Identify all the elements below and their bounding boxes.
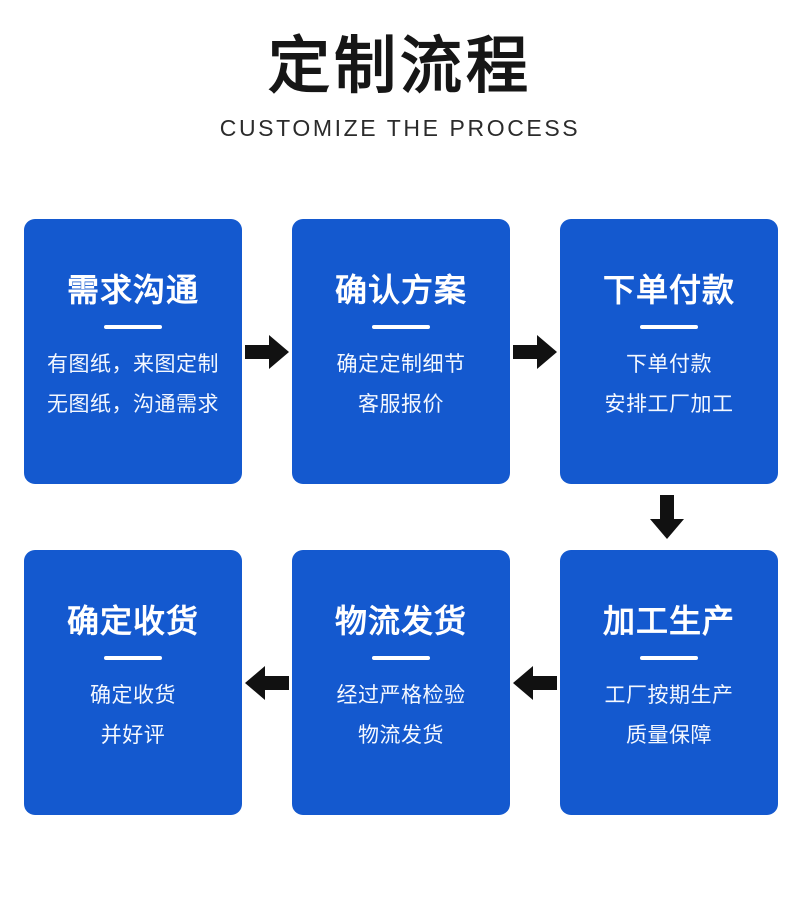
step-line: 有图纸，来图定制 bbox=[47, 351, 219, 376]
title-divider bbox=[640, 655, 698, 660]
step-description: 确定收货 并好评 bbox=[90, 676, 176, 756]
step-line: 物流发货 bbox=[358, 722, 444, 747]
process-step-3[interactable]: 下单付款 下单付款 安排工厂加工 bbox=[560, 219, 778, 484]
step-title: 加工生产 bbox=[602, 601, 735, 640]
process-row-bottom: 确定收货 确定收货 并好评 物流发货 经过严格检验 物流发货 bbox=[24, 550, 778, 815]
step-line: 无图纸，沟通需求 bbox=[47, 391, 219, 416]
process-step-5[interactable]: 物流发货 经过严格检验 物流发货 bbox=[292, 550, 510, 815]
process-step-1[interactable]: 需求沟通 有图纸，来图定制 无图纸，沟通需求 bbox=[24, 219, 242, 484]
step-line: 确定收货 bbox=[90, 682, 176, 707]
step-title: 需求沟通 bbox=[66, 270, 199, 309]
step-title: 下单付款 bbox=[602, 270, 735, 309]
page-title: 定制流程 bbox=[267, 29, 532, 102]
arrow-left-icon bbox=[242, 665, 292, 700]
step-line: 安排工厂加工 bbox=[604, 391, 734, 416]
step-description: 经过严格检验 物流发货 bbox=[337, 676, 466, 756]
step-line: 确定定制细节 bbox=[336, 351, 466, 376]
arrow-right-icon bbox=[510, 334, 560, 369]
page-subtitle: CUSTOMIZE THE PROCESS bbox=[219, 115, 581, 142]
step-description: 确定定制细节 客服报价 bbox=[337, 345, 466, 425]
step-line: 下单付款 bbox=[626, 351, 712, 376]
title-divider bbox=[104, 324, 162, 329]
step-line: 客服报价 bbox=[358, 391, 444, 416]
step-description: 有图纸，来图定制 无图纸，沟通需求 bbox=[47, 345, 219, 425]
step-title: 物流发货 bbox=[334, 601, 467, 640]
step-description: 下单付款 安排工厂加工 bbox=[605, 345, 734, 425]
process-step-6[interactable]: 确定收货 确定收货 并好评 bbox=[24, 550, 242, 815]
title-divider bbox=[372, 324, 430, 329]
step-line: 并好评 bbox=[100, 722, 166, 747]
process-flow: 需求沟通 有图纸，来图定制 无图纸，沟通需求 确认方案 确定定制细节 客服报价 bbox=[24, 219, 778, 815]
process-step-4[interactable]: 加工生产 工厂按期生产 质量保障 bbox=[560, 550, 778, 815]
title-divider bbox=[372, 655, 430, 660]
step-line: 经过严格检验 bbox=[336, 682, 466, 707]
step-line: 工厂按期生产 bbox=[604, 682, 734, 707]
step-line: 质量保障 bbox=[626, 722, 712, 747]
title-divider bbox=[640, 324, 698, 329]
arrow-right-icon bbox=[242, 334, 292, 369]
step-title: 确定收货 bbox=[66, 601, 199, 640]
process-row-top: 需求沟通 有图纸，来图定制 无图纸，沟通需求 确认方案 确定定制细节 客服报价 bbox=[24, 219, 778, 484]
header: 定制流程 CUSTOMIZE THE PROCESS bbox=[0, 0, 800, 142]
title-divider bbox=[104, 655, 162, 660]
step-title: 确认方案 bbox=[334, 270, 467, 309]
process-step-2[interactable]: 确认方案 确定定制细节 客服报价 bbox=[292, 219, 510, 484]
step-description: 工厂按期生产 质量保障 bbox=[605, 676, 734, 756]
arrow-left-icon bbox=[510, 665, 560, 700]
